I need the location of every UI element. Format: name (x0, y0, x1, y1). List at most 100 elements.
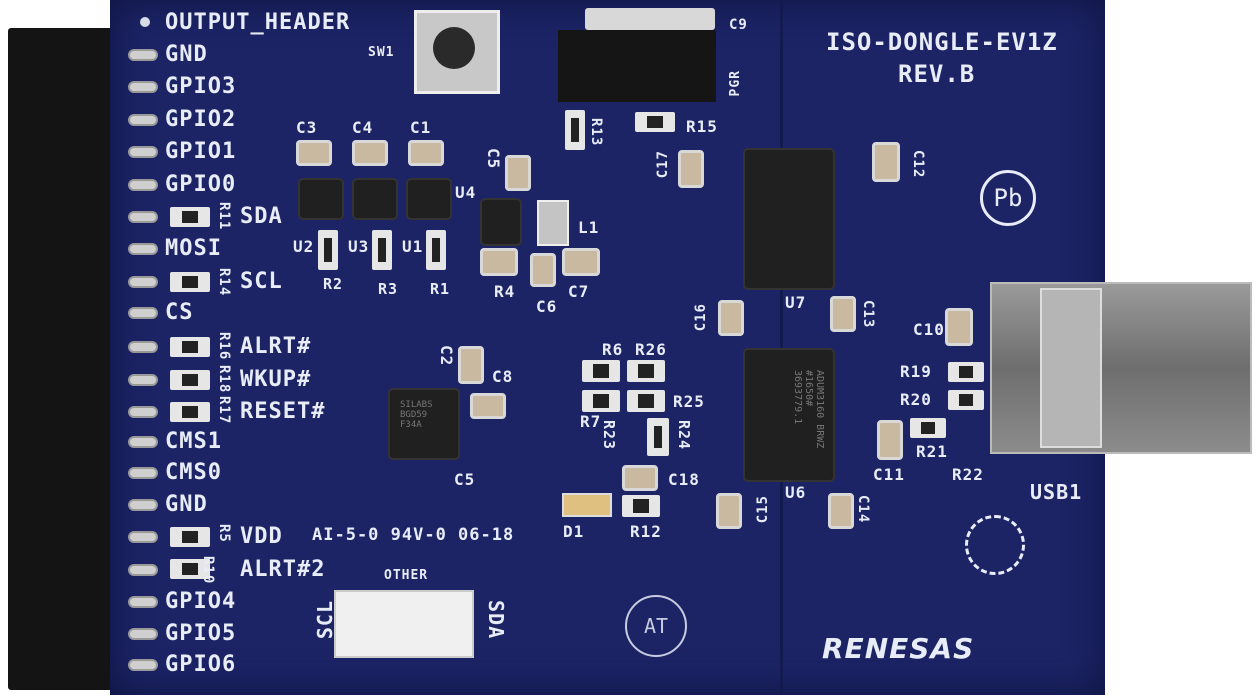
capacitor (718, 300, 744, 336)
header-pin (128, 307, 158, 319)
header-connector (8, 28, 126, 690)
capacitor (480, 248, 518, 276)
label-r24: R24 (675, 420, 693, 451)
label-usb1: USB1 (1030, 480, 1083, 504)
label-pgr: PGR (728, 70, 743, 97)
header-pin (128, 179, 158, 191)
capacitor (408, 140, 444, 166)
pin-label: CMS0 (165, 460, 222, 485)
inspection-stamp: AT (625, 595, 687, 657)
chip-u1 (408, 180, 450, 218)
resistor (170, 402, 210, 422)
resistor (627, 360, 665, 382)
programming-header (558, 30, 716, 102)
label-r5: R5 (216, 524, 232, 543)
resistor (170, 559, 210, 579)
resistor (318, 230, 338, 270)
label-r25: R25 (673, 392, 705, 411)
capacitor (872, 142, 900, 182)
header-pin (128, 436, 158, 448)
header-pin (128, 596, 158, 608)
label-c3: C3 (296, 118, 318, 137)
label-r20: R20 (900, 390, 932, 409)
resistor (170, 527, 210, 547)
resistor (582, 360, 620, 382)
label-u2: U2 (293, 237, 315, 256)
pcb-board (110, 0, 1105, 695)
label-r14: R14 (216, 268, 232, 297)
renesas-logo: RENESAS (822, 632, 975, 665)
pin-label: GPIO3 (165, 74, 237, 99)
resistor (910, 418, 946, 438)
label-c12: C12 (910, 150, 926, 179)
capacitor (458, 346, 484, 384)
header-pin (128, 659, 158, 671)
label-r16: R16 (216, 332, 232, 361)
pin-label: GPIO0 (165, 172, 237, 197)
label-u6: U6 (785, 483, 807, 502)
capacitor (562, 248, 600, 276)
header-pin (128, 374, 158, 386)
pin-label: GPIO6 (165, 652, 237, 677)
resistor (635, 112, 675, 132)
chip-u2 (300, 180, 342, 218)
via (140, 17, 150, 27)
usb-connector[interactable] (990, 282, 1252, 454)
capacitor (505, 155, 531, 191)
label-c18: C18 (668, 470, 700, 489)
pin-row-top (585, 8, 715, 30)
capacitor (716, 493, 742, 529)
switch-button[interactable] (433, 27, 475, 69)
label-r22: R22 (952, 465, 984, 484)
chip-u6: ADUM3160 BRWZ #1650# 3693779.1 (745, 350, 833, 480)
capacitor (877, 420, 903, 460)
label-r10: R10 (200, 556, 216, 585)
label-u3: U3 (348, 237, 370, 256)
label-d1: D1 (563, 522, 585, 541)
capacitor (945, 308, 973, 346)
resistor (426, 230, 446, 270)
label-c17: C17 (655, 150, 671, 179)
label-r1: R1 (430, 280, 451, 298)
label-r17: R17 (216, 396, 232, 425)
resistor (372, 230, 392, 270)
pin-label: VDD (240, 524, 283, 549)
resistor (170, 370, 210, 390)
header-pin (128, 467, 158, 479)
label-r23: R23 (600, 420, 618, 451)
capacitor (622, 465, 658, 491)
label-c2: C2 (437, 345, 456, 367)
header-pin (128, 341, 158, 353)
label-c7: C7 (568, 282, 590, 301)
pin-label: GPIO1 (165, 139, 237, 164)
resistor (170, 207, 210, 227)
header-pin (128, 499, 158, 511)
chip-u7 (745, 150, 833, 288)
label-r6: R6 (602, 340, 624, 359)
pin-label: GPIO4 (165, 589, 237, 614)
other-label: OTHER (384, 568, 429, 583)
board-revision: REV.B (898, 60, 976, 88)
pin-label: WKUP# (240, 367, 312, 392)
label-c10: C10 (913, 320, 945, 339)
label-c5: C5 (484, 148, 503, 170)
header-pin (128, 276, 158, 288)
label-r26: R26 (635, 340, 667, 359)
other-connector[interactable] (334, 590, 474, 658)
label-sw1: SW1 (368, 45, 395, 60)
capacitor (678, 150, 704, 188)
capacitor (828, 493, 854, 529)
capacitor (530, 253, 556, 287)
resistor (948, 390, 984, 410)
label-u7: U7 (785, 293, 807, 312)
resistor (627, 390, 665, 412)
label-c9: C9 (729, 17, 748, 33)
label-r19: R19 (900, 362, 932, 381)
label-c16: C16 (693, 303, 709, 332)
resistor (565, 110, 585, 150)
capacitor (352, 140, 388, 166)
label-u1: U1 (402, 237, 424, 256)
label-r3: R3 (378, 280, 399, 298)
label-l1: L1 (578, 218, 600, 237)
pin-label: RESET# (240, 399, 326, 424)
